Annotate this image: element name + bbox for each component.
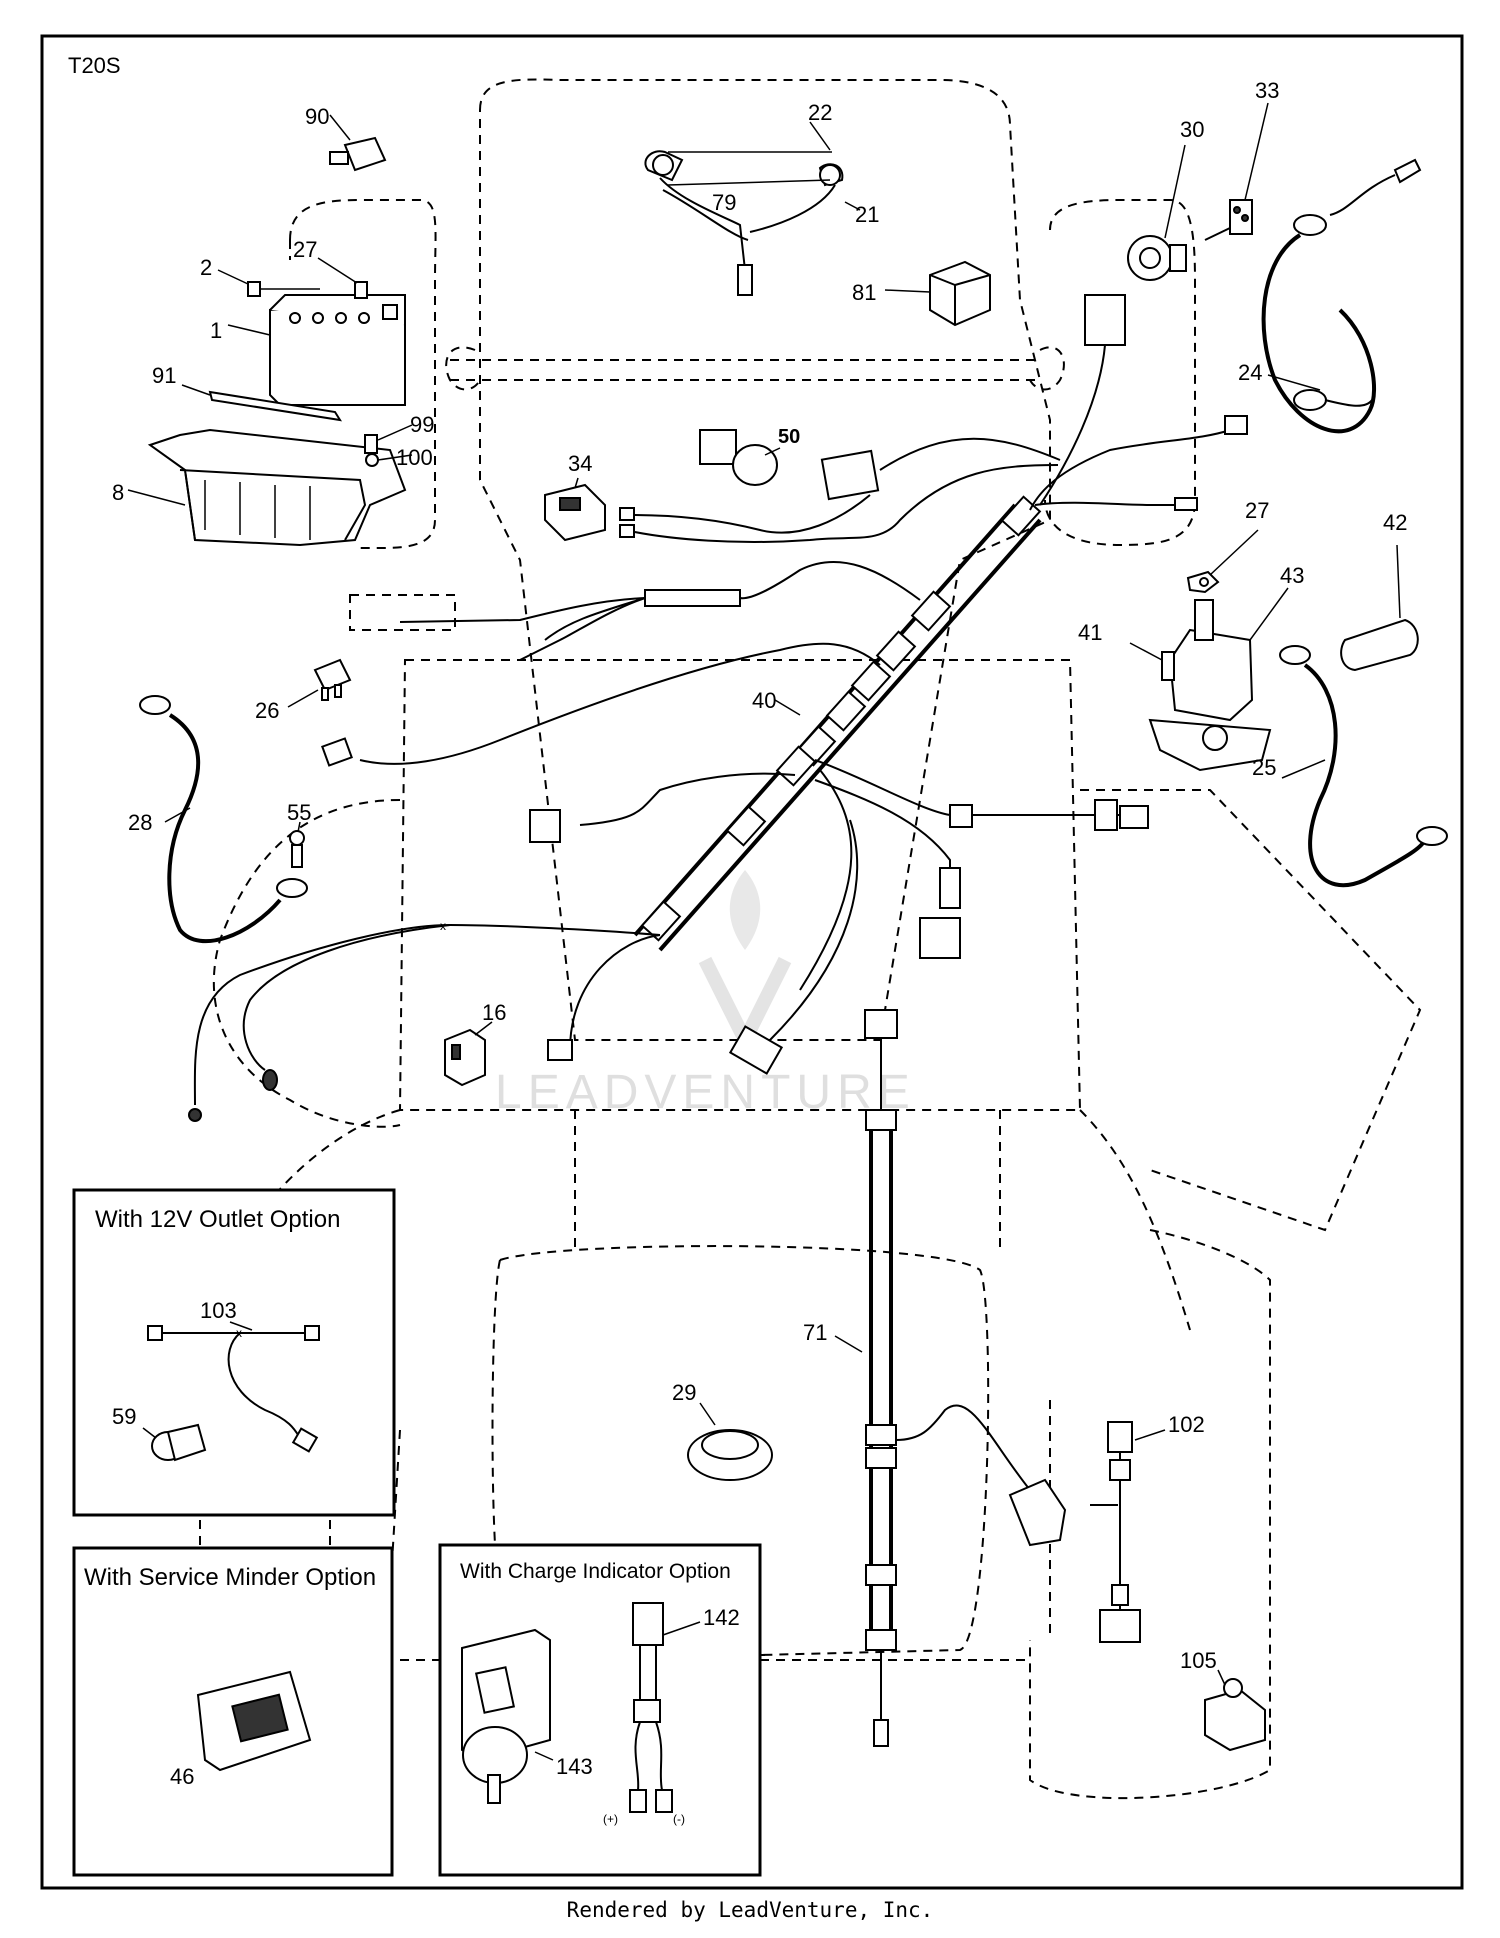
option-box-12v-outlet: With 12V Outlet Option x 103 59 [72, 1188, 396, 1517]
callout-34: 34 [568, 451, 592, 476]
callout-100: 100 [396, 445, 433, 470]
callout-90: 90 [305, 104, 329, 129]
model-code: T20S [68, 53, 121, 78]
callout-27-right: 27 [1245, 498, 1269, 523]
callout-1: 1 [210, 318, 222, 343]
callout-105: 105 [1180, 1648, 1217, 1673]
part-102-sensor [1090, 1421, 1141, 1643]
part-100-washer [365, 453, 379, 467]
callout-27-top: 27 [293, 237, 317, 262]
part-2-bolt [247, 281, 320, 297]
callout-99: 99 [410, 412, 434, 437]
part-46-service-minder [196, 1670, 312, 1772]
part-43-solenoid [1148, 599, 1272, 772]
part-50-switch [699, 429, 778, 486]
part-71-harness [864, 1009, 1067, 1747]
option-box-charge-indicator: With Charge Indicator Option 143 142 (+)… [438, 1543, 762, 1877]
callout-142: 142 [703, 1605, 740, 1630]
callout-42: 42 [1383, 510, 1407, 535]
callout-81: 81 [852, 280, 876, 305]
option-service-title: With Service Minder Option [84, 1564, 376, 1591]
part-1-battery [269, 294, 406, 406]
part-25-cable [1279, 645, 1448, 888]
part-33-key [1204, 199, 1253, 241]
part-27-nut-right [1186, 570, 1220, 594]
option-12v-splice: x [236, 1326, 242, 1340]
callout-91: 91 [152, 363, 176, 388]
part-59-outlet [151, 1423, 207, 1462]
callout-30: 30 [1180, 117, 1204, 142]
callout-40: 40 [752, 688, 776, 713]
part-91-strap [208, 390, 343, 422]
harness-branches: x [188, 294, 1248, 1122]
callout-102: 102 [1168, 1412, 1205, 1437]
callout-21: 21 [855, 202, 879, 227]
callout-29: 29 [672, 1380, 696, 1405]
callout-25: 25 [1252, 755, 1276, 780]
diagram-frame [40, 34, 1464, 1890]
option-12v-title: With 12V Outlet Option [95, 1206, 340, 1233]
option-box-service-minder: With Service Minder Option 46 [72, 1546, 394, 1877]
callout-33: 33 [1255, 78, 1279, 103]
callout-143: 143 [556, 1754, 593, 1779]
part-27-nut [354, 281, 368, 299]
callout-26: 26 [255, 698, 279, 723]
callout-103: 103 [200, 1298, 237, 1323]
callout-2: 2 [200, 255, 212, 280]
callout-43: 43 [1280, 563, 1304, 588]
callout-46: 46 [170, 1764, 194, 1789]
charge-plus-label: (+) [603, 1812, 618, 1826]
callout-55: 55 [287, 800, 311, 825]
callout-16: 16 [482, 1000, 506, 1025]
callout-59: 59 [112, 1404, 136, 1429]
callout-8: 8 [112, 480, 124, 505]
callout-22: 22 [808, 100, 832, 125]
callout-71: 71 [803, 1320, 827, 1345]
wire-splice-marker: x [440, 919, 446, 933]
part-81-relay [929, 260, 991, 327]
callout-24: 24 [1238, 360, 1262, 385]
part-42-boot [1340, 618, 1419, 672]
part-90-connector [329, 136, 387, 172]
part-21-headlight-harness [644, 150, 844, 296]
part-24-cable [1261, 158, 1422, 434]
part-143-charge-indicator [461, 1628, 551, 1804]
footer-credit: Rendered by LeadVenture, Inc. [566, 1898, 934, 1922]
part-99-screw [364, 434, 378, 454]
part-29-grommet [687, 1429, 773, 1481]
callout-50: 50 [778, 426, 800, 448]
part-26-fuse [313, 658, 352, 701]
part-34-switch [544, 483, 606, 542]
part-28-cable [139, 695, 308, 944]
callout-28: 28 [128, 810, 152, 835]
watermark-text: LEADVENTURE [495, 1066, 916, 1119]
part-16-connector [444, 1028, 486, 1087]
part-8-battery-tray [147, 428, 407, 547]
part-55-screw [289, 830, 305, 868]
part-30-ignition-switch [1127, 235, 1187, 281]
part-40-main-harness [633, 495, 1042, 952]
charge-minus-label: (-) [673, 1812, 685, 1826]
callout-41: 41 [1078, 620, 1102, 645]
part-41-bolt [1161, 651, 1175, 681]
part-142-harness [629, 1602, 673, 1813]
option-charge-title: With Charge Indicator Option [460, 1560, 731, 1583]
tractor-outline [199, 78, 1422, 1800]
part-105-switch [1204, 1678, 1266, 1752]
callout-labels: 90 27 2 1 91 99 100 8 22 79 21 81 50 34 … [112, 78, 1407, 1673]
callout-79: 79 [712, 190, 736, 215]
